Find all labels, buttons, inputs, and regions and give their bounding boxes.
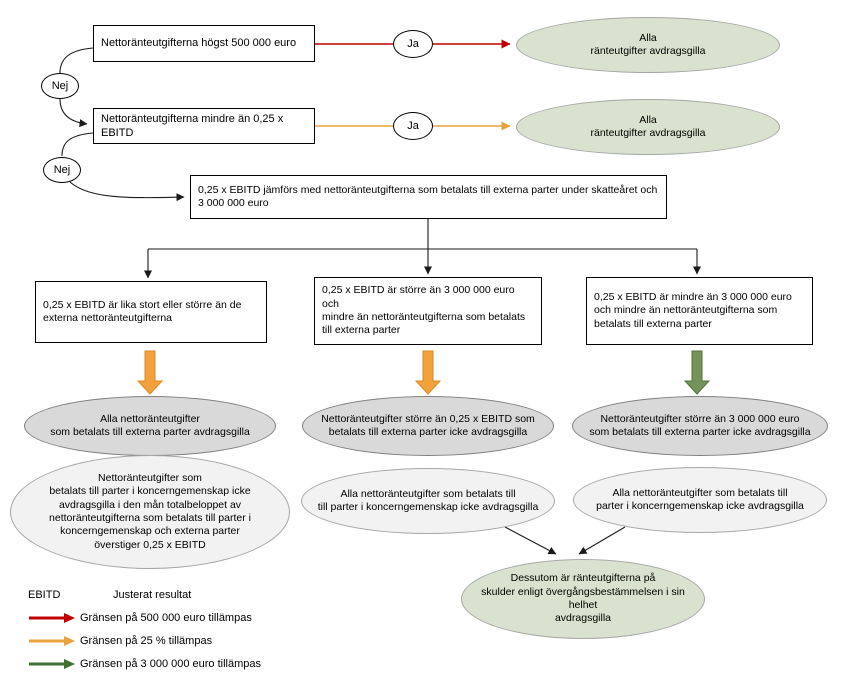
legend-row-orange: Gränsen på 25 % tillämpas [28,629,261,652]
box-net-interest-ebitd-label: Nettoränteutgifterna mindre än 0,25 x EB… [101,112,284,139]
arrow-nej2-to-box3 [69,181,185,202]
legend-row-red: Gränsen på 500 000 euro tillämpas [28,606,261,629]
result-all-deductible-1: Alla ränteutgifter avdragsgilla [516,17,780,73]
box-net-interest-ebitd: Nettoränteutgifterna mindre än 0,25 x EB… [93,108,315,144]
result-mid-light-label: Alla nettoränteutgifter som betalats til… [317,487,539,513]
result-left-light-ellipse: Nettoränteutgifter som betalats till par… [10,455,290,569]
result-right-gray-ellipse: Nettoränteutgifter större än 3 000 000 e… [572,396,828,456]
connector-box2-to-nej2 [61,132,94,157]
nej-oval-2-label: Nej [53,163,71,176]
result-left-light-label: Nettoränteutgifter som betalats till par… [49,471,251,551]
block-arrow-orange-mid [414,350,442,395]
result-transition-label: Dessutom är ränteutgifterna på skulder e… [481,572,685,625]
box-net-interest-500k: Nettoränteutgifterna högst 500 000 euro [93,25,315,62]
connector-box1-to-nej1 [59,47,94,74]
arrow-nej1-to-box2 [59,98,88,128]
legend-row-green: Gränsen på 3 000 000 euro tillämpas [28,652,261,675]
block-arrow-green-right [683,350,711,395]
result-right-light-label: Alla nettoränteutgifter som betalats til… [596,486,804,512]
legend-row-ebitd: EBITD Justerat resultat [28,583,261,606]
result-mid-light-ellipse: Alla nettoränteutgifter som betalats til… [301,468,555,534]
ja-oval-2: Ja [393,112,433,140]
result-right-gray-label: Nettoränteutgifter större än 3 000 000 e… [589,412,811,438]
legend-red-label: Gränsen på 500 000 euro tillämpas [80,611,252,624]
nej-oval-1: Nej [41,73,79,99]
arrow-midlight-to-transition [504,526,557,555]
box-case-mid-label: 0,25 x EBITD är större än 3 000 000 euro… [322,284,526,337]
result-all-deductible-2: Alla ränteutgifter avdragsgilla [516,99,780,155]
result-transition-ellipse: Dessutom är ränteutgifterna på skulder e… [461,559,705,639]
legend-green-label: Gränsen på 3 000 000 euro tillämpas [80,657,262,670]
block-arrow-orange-left [136,350,164,395]
nej-oval-1-label: Nej [51,79,69,92]
ja-oval-1: Ja [393,30,433,58]
result-left-gray-label: Alla nettoränteutgifter som betalats til… [50,412,250,438]
nej-oval-2: Nej [43,157,81,183]
result-mid-gray-ellipse: Nettoränteutgifter större än 0,25 x EBIT… [302,396,554,456]
box-case-mid: 0,25 x EBITD är större än 3 000 000 euro… [314,277,542,345]
box-case-right-label: 0,25 x EBITD är mindre än 3 000 000 euro… [594,290,792,330]
box-case-left: 0,25 x EBITD är lika stort eller större … [35,281,267,343]
arrow-rightlight-to-transition [578,526,626,555]
result-all-deductible-1-label: Alla ränteutgifter avdragsgilla [590,31,706,57]
result-right-light-ellipse: Alla nettoränteutgifter som betalats til… [573,467,827,533]
legend-ebitd-definition: Justerat resultat [113,588,192,601]
box-compare-ebitd: 0,25 x EBITD jämförs med nettoränteutgif… [190,175,667,219]
result-mid-gray-label: Nettoränteutgifter större än 0,25 x EBIT… [321,412,535,438]
ja-oval-1-label: Ja [407,37,419,50]
legend-orange-label: Gränsen på 25 % tillämpas [80,634,213,647]
box-case-left-label: 0,25 x EBITD är lika stort eller större … [43,298,242,324]
ja-oval-2-label: Ja [407,119,419,132]
legend: EBITD Justerat resultat Gränsen på 500 0… [28,583,261,675]
result-left-gray-ellipse: Alla nettoränteutgifter som betalats til… [24,396,276,456]
legend-orange-arrow-icon [29,635,75,646]
box-net-interest-500k-label: Nettoränteutgifterna högst 500 000 euro [101,37,297,50]
box-case-right: 0,25 x EBITD är mindre än 3 000 000 euro… [586,277,813,345]
box-compare-ebitd-label: 0,25 x EBITD jämförs med nettoränteutgif… [198,183,658,209]
result-all-deductible-2-label: Alla ränteutgifter avdragsgilla [590,113,706,139]
legend-ebitd-term: EBITD [28,588,61,601]
legend-red-arrow-icon [29,612,75,623]
legend-green-arrow-icon [29,658,75,669]
